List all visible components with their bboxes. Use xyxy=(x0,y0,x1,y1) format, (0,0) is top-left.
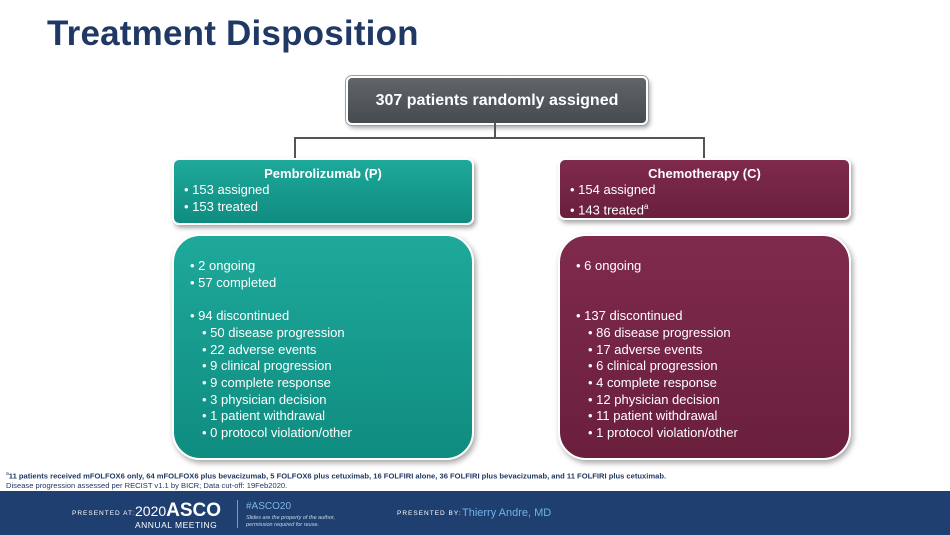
left-disposition-item: • 3 physician decision xyxy=(202,391,327,407)
rights-notice: Slides are the property of the author, p… xyxy=(246,515,335,528)
chemotherapy-disposition-list: • 6 ongoing • 137 discontinued• 86 disea… xyxy=(560,258,849,442)
left-disposition-item: • 0 protocol violation/other xyxy=(202,425,352,441)
pembrolizumab-header-box: Pembrolizumab (P) • 153 assigned • 153 t… xyxy=(172,158,474,225)
right-disposition-item xyxy=(560,275,849,292)
chemotherapy-disposition-box: • 6 ongoing • 137 discontinued• 86 disea… xyxy=(558,234,851,460)
asco-logo: 2020ASCO xyxy=(135,500,221,522)
left-disposition-item: • 2 ongoing xyxy=(190,258,256,273)
left-disposition-item xyxy=(174,291,472,308)
annual-meeting-label: ANNUAL MEETING xyxy=(135,520,218,530)
presenter-name: Thierry Andre, MD xyxy=(462,507,552,519)
footer-bar: PRESENTED AT: 2020ASCO ANNUAL MEETING #A… xyxy=(0,491,950,535)
footnote-recist-text: Disease progression assessed per RECIST … xyxy=(6,481,288,490)
slide-title: Treatment Disposition xyxy=(47,14,419,53)
presented-at-label: PRESENTED AT: xyxy=(72,510,136,517)
left-disposition-item: • 1 patient withdrawal xyxy=(202,408,326,424)
chemotherapy-treated-text: • 143 treated xyxy=(570,202,644,218)
left-disposition-item: • 94 discontinued xyxy=(190,308,290,324)
footer-divider xyxy=(237,500,238,528)
right-disposition-item: • 86 disease progression xyxy=(588,324,731,340)
left-disposition-item: • 9 clinical progression xyxy=(202,358,332,374)
footnote-marker: a xyxy=(6,471,9,477)
chemotherapy-title: Chemotherapy (C) xyxy=(648,166,761,181)
right-disposition-item: • 137 discontinued xyxy=(576,308,683,324)
logo-year: 2020 xyxy=(135,503,167,519)
footnote-recist: Disease progression assessed per RECIST … xyxy=(6,481,287,490)
connector-right-down xyxy=(703,137,705,159)
right-disposition-item xyxy=(560,291,849,308)
left-disposition-item: • 22 adverse events xyxy=(202,341,317,357)
chemotherapy-header-box: Chemotherapy (C) • 154 assigned • 143 tr… xyxy=(558,158,851,220)
left-disposition-item: • 9 complete response xyxy=(202,374,331,390)
right-disposition-item: • 11 patient withdrawal xyxy=(588,408,718,424)
left-disposition-item: • 57 completed xyxy=(190,274,277,290)
rights-line-2: permission required for reuse. xyxy=(246,521,320,528)
right-disposition-item: • 17 adverse events xyxy=(588,341,703,357)
right-disposition-item: • 6 ongoing xyxy=(576,258,642,273)
footnote-a: a11 patients received mFOLFOX6 only, 64 … xyxy=(6,471,666,481)
chemotherapy-assigned: • 154 assigned xyxy=(570,182,656,197)
randomized-label: 307 patients randomly assigned xyxy=(375,91,619,109)
footnote-a-text: 11 patients received mFOLFOX6 only, 64 m… xyxy=(8,471,667,481)
logo-asco: ASCO xyxy=(166,500,222,521)
connector-horizontal xyxy=(294,137,704,139)
pembrolizumab-title: Pembrolizumab (P) xyxy=(264,166,382,181)
chemotherapy-footnote-marker: a xyxy=(643,202,649,211)
connector-vertical-top xyxy=(494,122,496,137)
randomized-box: 307 patients randomly assigned xyxy=(346,76,648,125)
pembrolizumab-treated: • 153 treated xyxy=(184,199,258,214)
pembrolizumab-assigned: • 153 assigned xyxy=(184,182,270,197)
pembrolizumab-disposition-list: • 2 ongoing• 57 completed • 94 discontin… xyxy=(174,258,472,442)
chemotherapy-treated: • 143 treateda xyxy=(570,198,849,218)
right-disposition-item: • 4 complete response xyxy=(588,374,717,390)
connector-left-down xyxy=(294,137,296,159)
left-disposition-item: • 50 disease progression xyxy=(202,324,345,340)
hashtag: #ASCO20 xyxy=(246,501,292,512)
presented-by-label: PRESENTED BY: xyxy=(397,510,462,517)
right-disposition-item: • 6 clinical progression xyxy=(588,358,718,374)
rights-line-1: Slides are the property of the author, xyxy=(246,515,335,521)
right-disposition-item: • 12 physician decision xyxy=(588,391,720,407)
pembrolizumab-disposition-box: • 2 ongoing• 57 completed • 94 discontin… xyxy=(172,234,474,460)
right-disposition-item: • 1 protocol violation/other xyxy=(588,425,738,441)
